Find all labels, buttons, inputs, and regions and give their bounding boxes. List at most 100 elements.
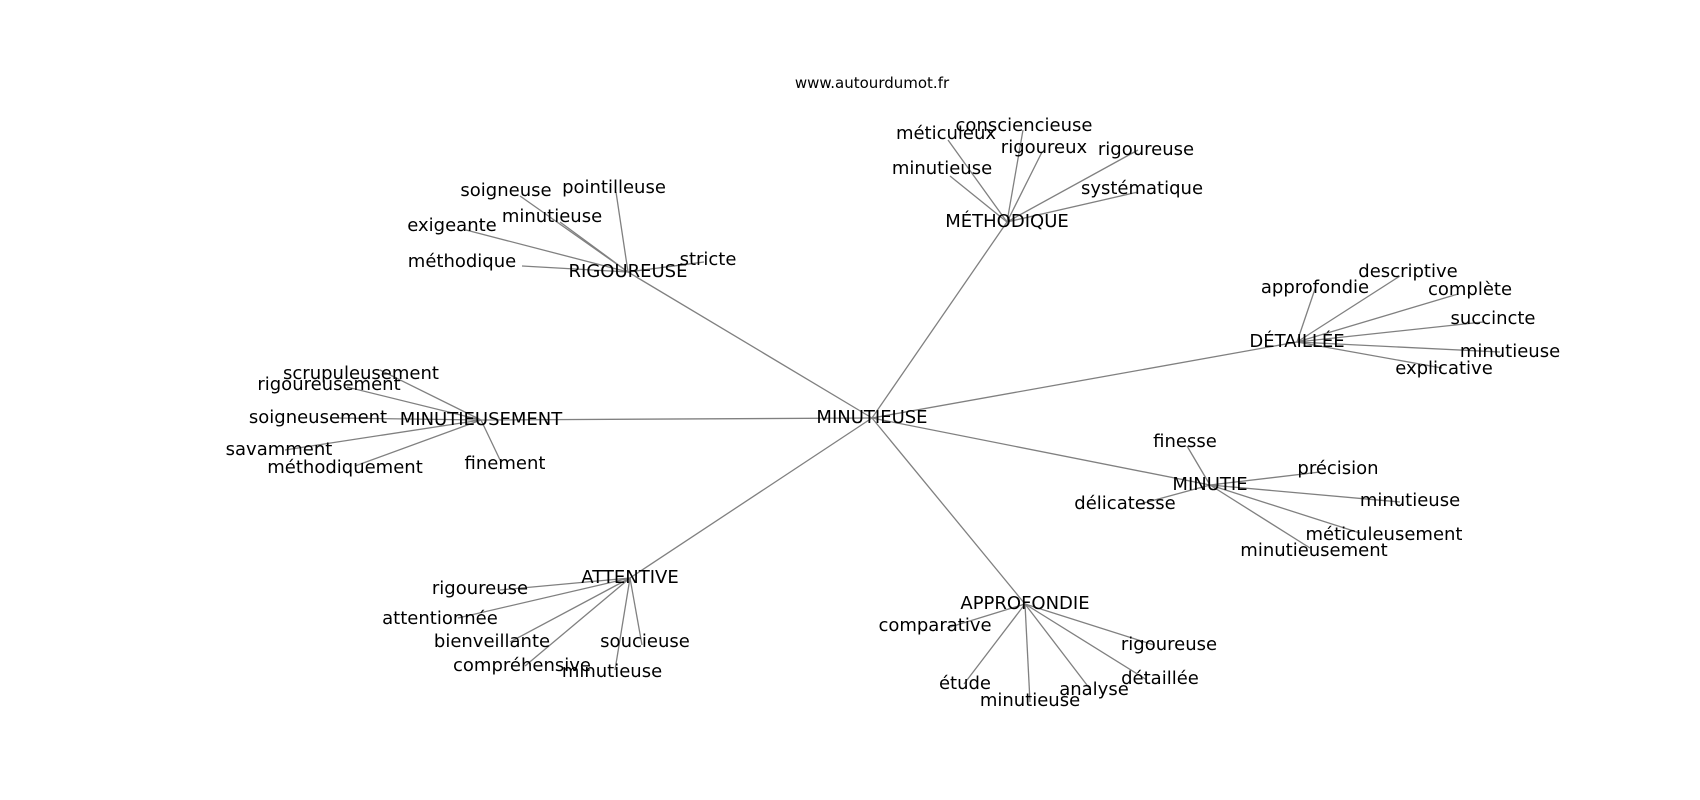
edge-group-to-word (524, 577, 631, 667)
graph-labels: www.autourdumot.fr MINUTIEUSE MÉTHODIQUE m… (226, 74, 1561, 711)
edge-group-to-word (1296, 321, 1484, 343)
source-url: www.autourdumot.fr (795, 74, 950, 92)
word-node-label: minutieusement (1240, 540, 1387, 561)
word-node-label: succincte (1450, 308, 1535, 329)
edge-group-to-word (629, 577, 643, 646)
group-node-label: DÉTAILLÉE (1249, 330, 1344, 352)
edge-group-to-word (1139, 484, 1211, 505)
edge-group-to-word (963, 603, 1026, 685)
edge-group-to-word (1209, 484, 1361, 534)
edge-center-to-group (871, 221, 1008, 419)
edge-group-to-word (1209, 484, 1311, 549)
edge-center-to-group (871, 417, 1211, 486)
edge-group-to-word (947, 139, 1008, 223)
edge-group-to-word (457, 577, 631, 619)
word-node-label: descriptive (1358, 261, 1457, 282)
word-node-label: systématique (1081, 178, 1203, 199)
edge-group-to-word (1024, 603, 1091, 690)
edge-group-to-word (499, 577, 631, 591)
edge-group-to-word (1209, 471, 1321, 486)
word-node-label: minutieuse (562, 661, 662, 682)
word-node-label: finesse (1153, 431, 1217, 452)
word-node-label: méticuleusement (1306, 524, 1463, 545)
edge-group-to-word (1024, 603, 1155, 646)
edge-group-to-word (1024, 603, 1148, 681)
group-node-label: MÉTHODIQUE (945, 210, 1069, 232)
edge-center-to-group (480, 417, 873, 421)
center-node-label: MINUTIEUSE (816, 407, 927, 428)
edge-group-to-word (1024, 603, 1031, 703)
word-node-label: savamment (226, 439, 333, 460)
edge-group-to-word (1209, 484, 1401, 503)
edge-group-to-word (1296, 293, 1459, 343)
edge-group-to-word (1006, 191, 1139, 223)
word-node-label: délicatesse (1074, 493, 1175, 514)
edge-group-to-word (1006, 129, 1024, 223)
group-node-label: MINUTIEUSEMENT (400, 409, 563, 430)
edge-group-to-word (346, 386, 482, 421)
edge-group-to-word (1296, 285, 1317, 343)
group-node-label: ATTENTIVE (581, 567, 678, 588)
edge-group-to-word (379, 369, 482, 421)
word-node-label: consciencieuse (956, 115, 1093, 136)
word-node-label: soigneusement (249, 407, 387, 428)
word-node-label: complète (1428, 279, 1512, 300)
word-node-label: rigoureusement (257, 374, 400, 395)
edge-center-to-group (627, 271, 873, 419)
word-node-label: détaillée (1121, 668, 1199, 689)
word-node-label: pointilleuse (562, 177, 666, 198)
edge-center-to-group (871, 417, 1026, 605)
word-node-label: rigoureux (1001, 137, 1088, 158)
word-node-label: approfondie (1261, 277, 1369, 298)
word-node-label: exigeante (407, 215, 496, 236)
edge-group-to-word (1296, 341, 1501, 353)
edge-group-to-word (335, 417, 482, 421)
edge-center-to-group (871, 341, 1298, 419)
word-node-label: minutieuse (892, 158, 992, 179)
word-node-label: analyse (1059, 679, 1129, 700)
edge-center-to-group (629, 417, 873, 579)
word-node-label: finement (465, 453, 546, 474)
word-node-label: étude (939, 673, 991, 694)
word-node-label: attentionnée (382, 608, 498, 629)
group-node-label: MINUTIE (1172, 474, 1247, 495)
edge-group-to-word (627, 261, 705, 273)
word-node-label: soigneuse (460, 180, 551, 201)
edge-group-to-word (509, 577, 631, 643)
word-node-label: stricte (680, 249, 737, 270)
word-node-label: explicative (1395, 358, 1493, 379)
word-node-label: rigoureuse (1098, 139, 1194, 160)
edge-group-to-word (1006, 151, 1043, 223)
word-node-label: soucieuse (600, 631, 690, 652)
edge-group-to-word (559, 221, 629, 273)
word-node-label: bienveillante (434, 631, 550, 652)
graph-edges (284, 129, 1501, 703)
edge-group-to-word (946, 603, 1026, 629)
word-node-label: méthodique (408, 251, 516, 272)
edge-group-to-word (354, 419, 482, 467)
group-node-label: APPROFONDIE (960, 593, 1089, 614)
group-node-label: RIGOUREUSE (569, 261, 688, 282)
word-node-label: minutieuse (502, 206, 602, 227)
edge-group-to-word (1296, 275, 1401, 343)
word-node-label: précision (1297, 458, 1378, 479)
word-node-label: rigoureuse (432, 578, 528, 599)
word-node-label: méticuleux (896, 123, 996, 144)
edge-group-to-word (465, 229, 629, 273)
edge-group-to-word (1186, 445, 1211, 486)
word-node-label: méthodiquement (267, 457, 423, 478)
edge-group-to-word (480, 419, 502, 463)
word-node-label: rigoureuse (1121, 634, 1217, 655)
word-node-label: comparative (878, 615, 991, 636)
word-node-label: minutieuse (1460, 341, 1560, 362)
word-node-label: minutieuse (1360, 490, 1460, 511)
word-node-label: minutieuse (980, 690, 1080, 711)
edge-group-to-word (521, 265, 629, 273)
edge-group-to-word (284, 419, 482, 451)
edge-group-to-word (1296, 341, 1443, 369)
word-node-label: compréhensive (453, 655, 591, 676)
edge-group-to-word (949, 175, 1008, 223)
edge-group-to-word (1006, 149, 1139, 223)
edge-group-to-word (614, 577, 631, 671)
